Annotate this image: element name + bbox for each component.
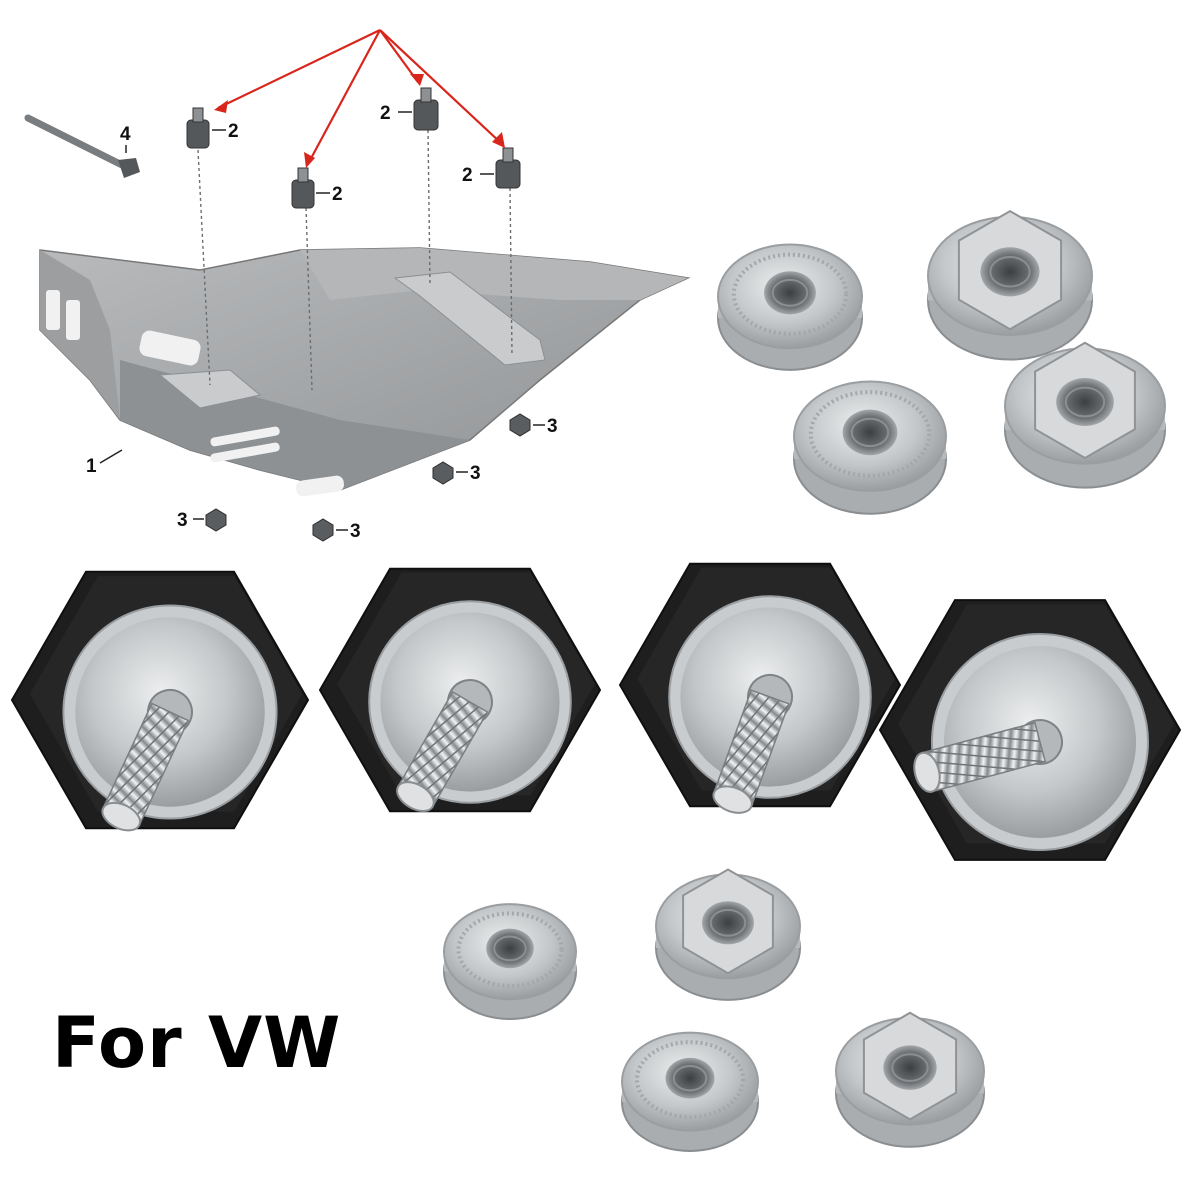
rubber-mount: [878, 599, 1182, 861]
rubber-mount: [318, 567, 602, 813]
product-caption: For VW: [52, 1002, 342, 1084]
callout-3b: 3: [470, 463, 481, 484]
callout-arrows: [217, 29, 503, 165]
callout-4: 4: [120, 124, 131, 145]
callout-leaders: [99, 111, 545, 531]
callout-2c: 2: [380, 103, 391, 124]
rubber-mount: [10, 570, 310, 832]
callout-2b: 2: [332, 184, 343, 205]
skid-plate-diagram: 2 2 2 2 3 3 3 3 1 4: [24, 29, 691, 542]
flange-nut: [793, 380, 947, 515]
assembly-lines: [197, 129, 513, 391]
flange-nut: [927, 209, 1093, 361]
flange-nut: [717, 243, 863, 371]
flange-nut: [835, 1011, 985, 1148]
flange-nut: [443, 903, 577, 1021]
flange-nut: [621, 1031, 759, 1152]
callout-3c: 3: [177, 510, 188, 531]
flange-nut: [1004, 341, 1166, 489]
callout-1: 1: [86, 456, 97, 477]
flange-nut: [655, 868, 801, 1001]
skid-plate-part-1: [39, 247, 691, 497]
arrow-heads: [214, 74, 505, 168]
mount-parts-2: [186, 87, 521, 209]
nut-parts-3: [205, 413, 531, 542]
callout-2d: 2: [462, 165, 473, 186]
callout-3a: 3: [547, 416, 558, 437]
callout-3d: 3: [350, 521, 361, 542]
callout-2a: 2: [228, 121, 239, 142]
long-bolt-part-4: [24, 114, 140, 178]
rubber-mounts-group: [10, 562, 1182, 861]
rubber-mount: [618, 562, 902, 814]
flange-nuts-group: [443, 209, 1166, 1152]
